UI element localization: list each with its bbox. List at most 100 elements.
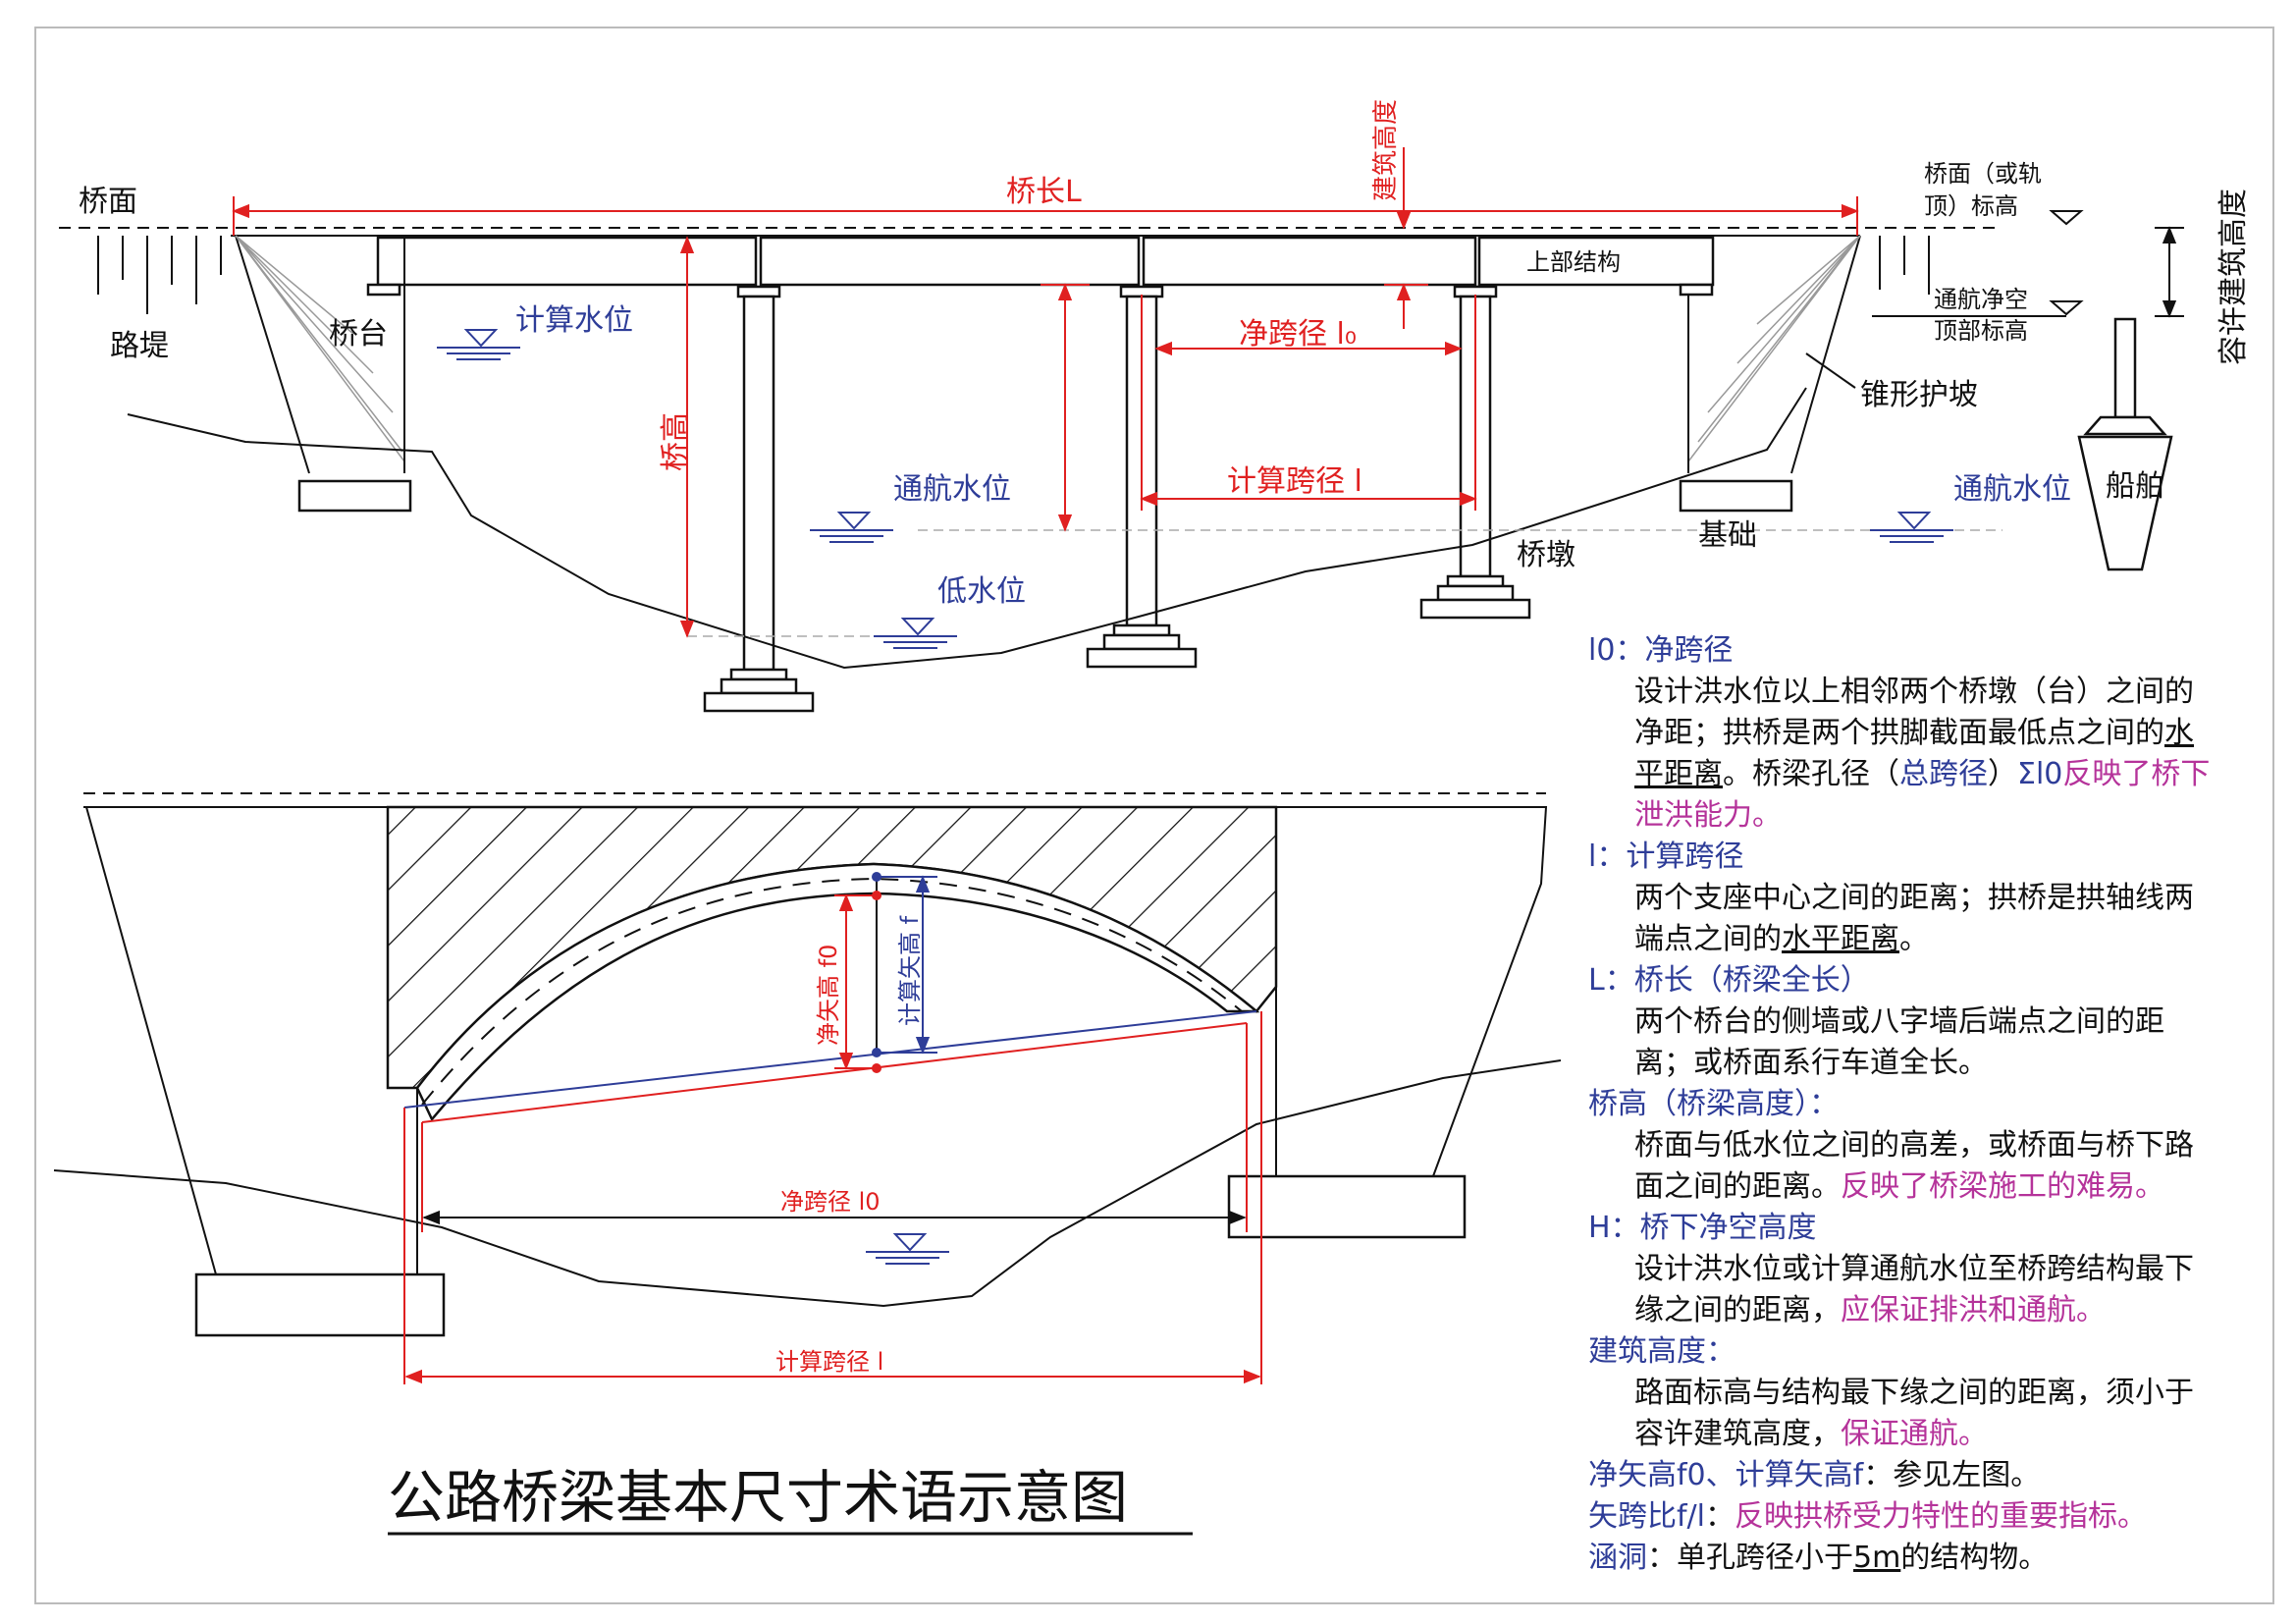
note-line-seg: 净距；拱桥是两个拱脚截面最低点之间的 [1634,716,2164,750]
note-line: 设计洪水位或计算通航水位至桥跨结构最下 [1634,1252,2194,1286]
note-line: 两个支座中心之间的距离；拱桥是拱轴线两 [1634,881,2194,915]
label-arch-calc-span: 计算跨径 l [775,1348,883,1376]
label-arch-clear-span: 净跨径 l0 [780,1188,881,1216]
embankment-left [97,236,222,314]
note-line-seg: 总跨径 [1899,757,1988,791]
note-heading: H：桥下净空高度 [1588,1211,1817,1245]
arch-view: 净矢高 f0 计算矢高 f 净跨径 l0 计算跨径 l [53,792,1562,1384]
note-line-seg: 泄洪能力。 [1634,798,1782,833]
note-line: 容许建筑高度，保证通航。 [1634,1417,1988,1451]
note-line: 设计洪水位以上相邻两个桥墩（台）之间的 [1634,675,2194,709]
note-line-seg: 保证通航。 [1841,1417,1988,1451]
arch-left-footing [194,1272,446,1337]
arch-water-symbol [866,1233,949,1265]
water-symbol-nav [810,512,893,543]
label-nav-wl: 通航水位 [893,472,1011,507]
arch-right-footing [1227,1174,1467,1239]
arch-abutment-left [84,806,418,1275]
label-pier: 桥墩 [1517,538,1575,572]
footer-line-seg: 矢跨比f/l [1588,1499,1705,1534]
label-calc-rise: 计算矢高 f [896,915,924,1026]
footer-line-seg: 涵洞 [1588,1541,1647,1575]
note-line-seg: 反映了桥下 [2062,757,2210,791]
label-building-height: 建筑高度 [1371,99,1401,201]
label-allowed-height: 容许建筑高度 [2216,189,2251,365]
label-deck-elev-2: 顶）标高 [1924,192,2018,220]
note-line-seg: 平距离 [1634,757,1723,791]
arch-terrain [53,1059,1562,1308]
note-line: 路面标高与结构最下缘之间的距离，须小于 [1634,1376,2194,1410]
label-cone-slope: 锥形护坡 [1860,378,1978,412]
embankment-right [1879,236,1930,295]
note-line: 缘之间的距离，应保证排洪和通航。 [1634,1293,2106,1327]
note-line-seg: 路面标高与结构最下缘之间的距离，须小于 [1634,1376,2194,1410]
notes-panel: l0：净跨径设计洪水位以上相邻两个桥墩（台）之间的净距；拱桥是两个拱脚截面最低点… [1588,633,2210,1575]
note-line-seg: 缘之间的距离， [1634,1293,1841,1327]
label-deck-elev: 桥面（或轨 [1924,160,2042,188]
pier-1 [703,285,815,713]
arch-abutment-right [1275,806,1548,1177]
water-symbol-low [874,618,957,649]
footer-line-seg: 5m [1853,1541,1900,1575]
note-heading: 建筑高度： [1588,1334,1735,1369]
footer-line-seg: ：单孔跨径小于 [1647,1541,1853,1575]
note-line-seg: 反映了桥梁施工的难易。 [1841,1169,2164,1204]
label-abutment: 桥台 [329,317,388,352]
note-line: 面之间的距离。反映了桥梁施工的难易。 [1634,1169,2164,1204]
note-line-seg: 两个支座中心之间的距离；拱桥是拱轴线两 [1634,881,2194,915]
note-heading: l：计算跨径 [1588,839,1743,874]
note-heading: L：桥长（桥梁全长） [1588,963,1870,998]
note-line-seg: 设计洪水位以上相邻两个桥墩（台）之间的 [1634,675,2194,709]
note-line: 两个桥台的侧墙或八字墙后端点之间的距 [1634,1004,2164,1039]
note-line-seg: 。 [1899,922,1929,956]
girder-span-2 [759,236,1141,287]
ground-profile [127,387,1807,670]
girder-span-4 [1477,236,1715,287]
note-line-seg: 设计洪水位或计算通航水位至桥跨结构最下 [1634,1252,2194,1286]
arch-axis [421,877,1243,1106]
footer-line: 净矢高f0、计算矢高f：参见左图。 [1588,1458,2040,1492]
note-line-seg: 离；或桥面系行车道全长。 [1634,1046,1988,1080]
girder-span-3 [1142,236,1477,287]
label-embankment: 路堤 [110,329,169,363]
note-line: 端点之间的水平距离。 [1634,922,1929,956]
label-foundation: 基础 [1698,518,1757,553]
note-line-seg: Σl0 [2017,757,2062,791]
clear-chord [421,1022,1248,1123]
label-calc-span: 计算跨径 l [1227,464,1362,499]
note-line: 净距；拱桥是两个拱脚截面最低点之间的水 [1634,716,2194,750]
note-line-seg: 水 [2164,716,2194,750]
label-clear-rise: 净矢高 f0 [815,945,842,1046]
diagram-title: 公路桥梁基本尺寸术语示意图 [388,1464,1128,1531]
note-line: 离；或桥面系行车道全长。 [1634,1046,1988,1080]
calc-chord [403,1010,1257,1109]
note-heading: 桥高（桥梁高度）： [1588,1087,1839,1121]
label-ship: 船舶 [2106,469,2164,504]
label-design-wl: 计算水位 [515,303,633,338]
ship [2077,317,2173,571]
note-line: 桥面与低水位之间的高差，或桥面与桥下路 [1634,1128,2194,1163]
label-nav-clear: 通航净空 [1934,286,2028,313]
label-superstructure: 上部结构 [1526,248,1621,276]
note-line: 平距离。桥梁孔径（总跨径）Σl0反映了桥下 [1634,757,2210,791]
label-deck: 桥面 [79,185,137,219]
note-line-seg: 应保证排洪和通航。 [1841,1293,2106,1327]
note-line-seg: 水平距离 [1782,922,1899,956]
note-line-seg: 面之间的距离。 [1634,1169,1841,1204]
label-low-wl: 低水位 [937,574,1026,609]
abutment-right-footing [1679,479,1793,513]
nav-elev-symbol [2049,300,2084,316]
note-line-seg: ） [1988,757,2017,791]
elevation-view: 桥面 路堤 桥台 计算水位 桥长L 建筑高度 上部结构 桥面（或轨 顶）标高 通… [59,99,2251,713]
label-bridge-length: 桥长L [1006,175,1082,209]
water-symbol-design [437,329,520,360]
footer-line: 涵洞：单孔跨径小于5m的结构物。 [1588,1541,2048,1575]
label-clear-span: 净跨径 l₀ [1239,317,1357,352]
girder-span-1 [376,236,758,287]
note-line-seg: 端点之间的 [1634,922,1782,956]
footer-line-seg: 反映拱桥受力特性的重要指标。 [1735,1499,2147,1534]
label-nav-wl-right: 通航水位 [1953,472,2071,507]
abutment-left-footing [297,479,412,513]
footer-line: 矢跨比f/l：反映拱桥受力特性的重要指标。 [1588,1499,2147,1534]
